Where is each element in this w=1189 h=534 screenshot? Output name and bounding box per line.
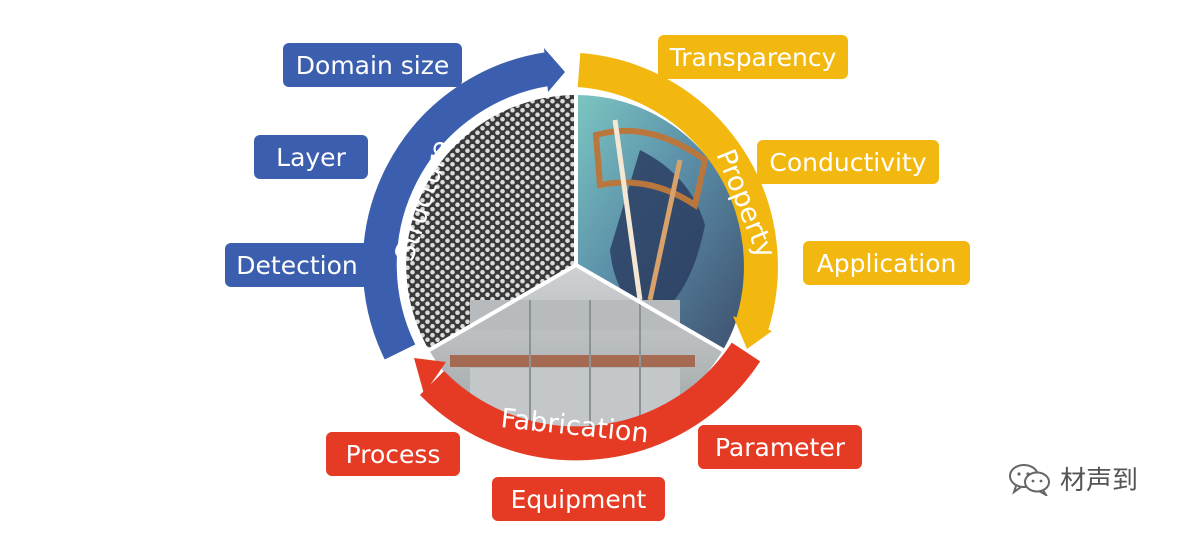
wechat-icon — [1009, 463, 1050, 496]
watermark-text: 材声到 — [1060, 466, 1139, 496]
box-application: Application — [803, 241, 970, 285]
box-equipment: Equipment — [492, 477, 665, 521]
box-layer: Layer — [254, 135, 368, 179]
fabrication-arc — [414, 342, 761, 461]
watermark: 材声到 — [1008, 460, 1138, 497]
flexible-film-image — [576, 95, 746, 350]
property-arc — [577, 53, 778, 349]
box-conductivity: Conductivity — [757, 140, 939, 184]
lattice-image — [406, 95, 576, 350]
box-domain-size: Domain size — [283, 43, 462, 87]
structure-arc — [362, 48, 565, 360]
box-parameter: Parameter — [698, 425, 862, 469]
box-process: Process — [326, 432, 460, 476]
box-detection: Detection — [225, 243, 369, 287]
box-transparency: Transparency — [658, 35, 848, 79]
center-photos — [406, 90, 746, 435]
